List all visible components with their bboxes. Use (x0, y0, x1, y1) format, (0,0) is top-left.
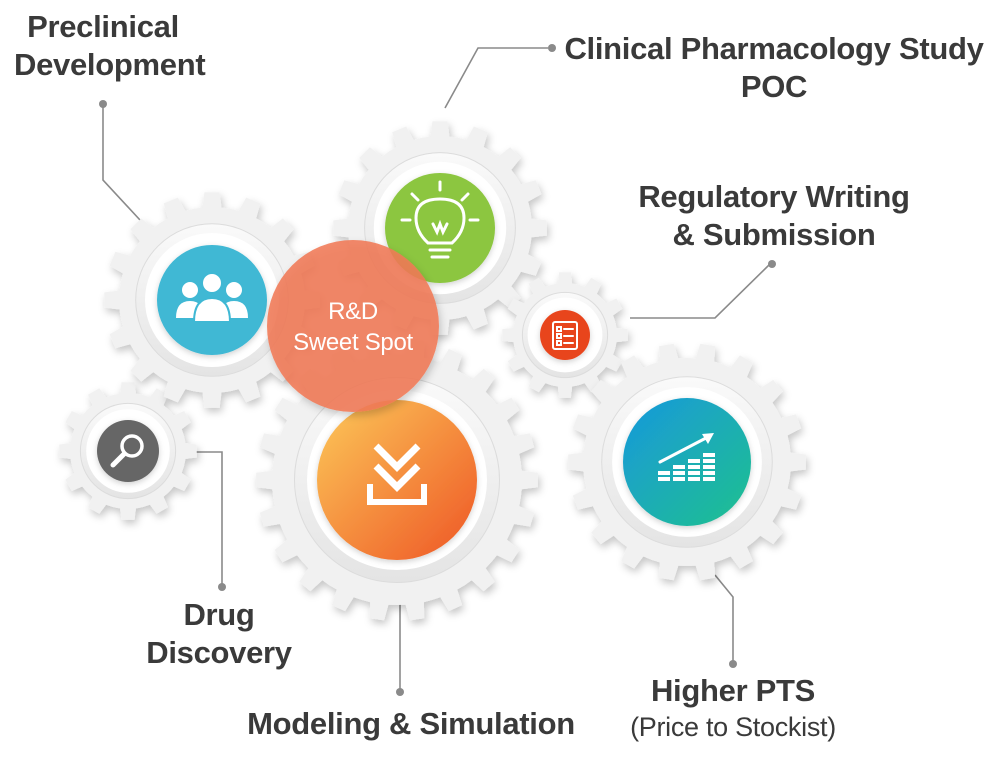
label-clinical: Clinical Pharmacology Study POC (558, 30, 990, 106)
connector-dots (99, 44, 776, 696)
label-regulatory-line2: & Submission (672, 217, 876, 252)
connector-higher-pts (714, 574, 734, 662)
label-modeling: Modeling & Simulation (236, 705, 586, 743)
dot-preclinical (99, 100, 107, 108)
hub-label: R&D Sweet Spot (268, 296, 438, 358)
hub-label-line2: Sweet Spot (293, 329, 413, 356)
label-drug-discovery-line2: Discovery (146, 635, 292, 670)
dot-clinical (548, 44, 556, 52)
label-modeling-text: Modeling & Simulation (247, 706, 575, 741)
connector-regulatory (630, 263, 771, 319)
hub-label-line1: R&D (328, 298, 378, 325)
dot-modeling (396, 688, 404, 696)
growth-chart-icon (658, 433, 715, 481)
label-clinical-line1: Clinical Pharmacology Study (564, 31, 984, 66)
dot-drug-discovery (218, 583, 226, 591)
label-drug-discovery: Drug Discovery (140, 596, 298, 672)
connector-drug-discovery (192, 451, 223, 585)
label-drug-discovery-line1: Drug (183, 597, 255, 632)
hub-circle (267, 240, 439, 412)
circle-drug-discovery (97, 420, 159, 482)
lightbulb-icon (400, 180, 480, 259)
label-preclinical: Preclinical Development (14, 8, 206, 84)
dot-regulatory (768, 260, 776, 268)
connector-preclinical (102, 104, 141, 221)
label-preclinical-line2: Development (14, 47, 206, 82)
dot-higher-pts (729, 660, 737, 668)
label-higher-pts-sub: (Price to Stockist) (630, 712, 836, 742)
circle-higher-pts (623, 398, 751, 526)
gear-regulatory (502, 272, 628, 398)
connector-lines (102, 47, 771, 690)
label-regulatory: Regulatory Writing & Submission (628, 178, 920, 254)
checklist-icon (552, 321, 578, 350)
people-icon (176, 272, 248, 323)
label-higher-pts: Higher PTS (Price to Stockist) (608, 672, 858, 744)
download-chevrons-icon (367, 443, 427, 505)
magnifier-icon (110, 434, 144, 468)
label-regulatory-line1: Regulatory Writing (638, 179, 910, 214)
circle-modeling (317, 400, 477, 560)
label-clinical-line2: POC (740, 69, 808, 104)
label-higher-pts-title: Higher PTS (650, 673, 816, 708)
label-preclinical-line1: Preclinical (27, 9, 179, 44)
connector-clinical (444, 47, 548, 109)
